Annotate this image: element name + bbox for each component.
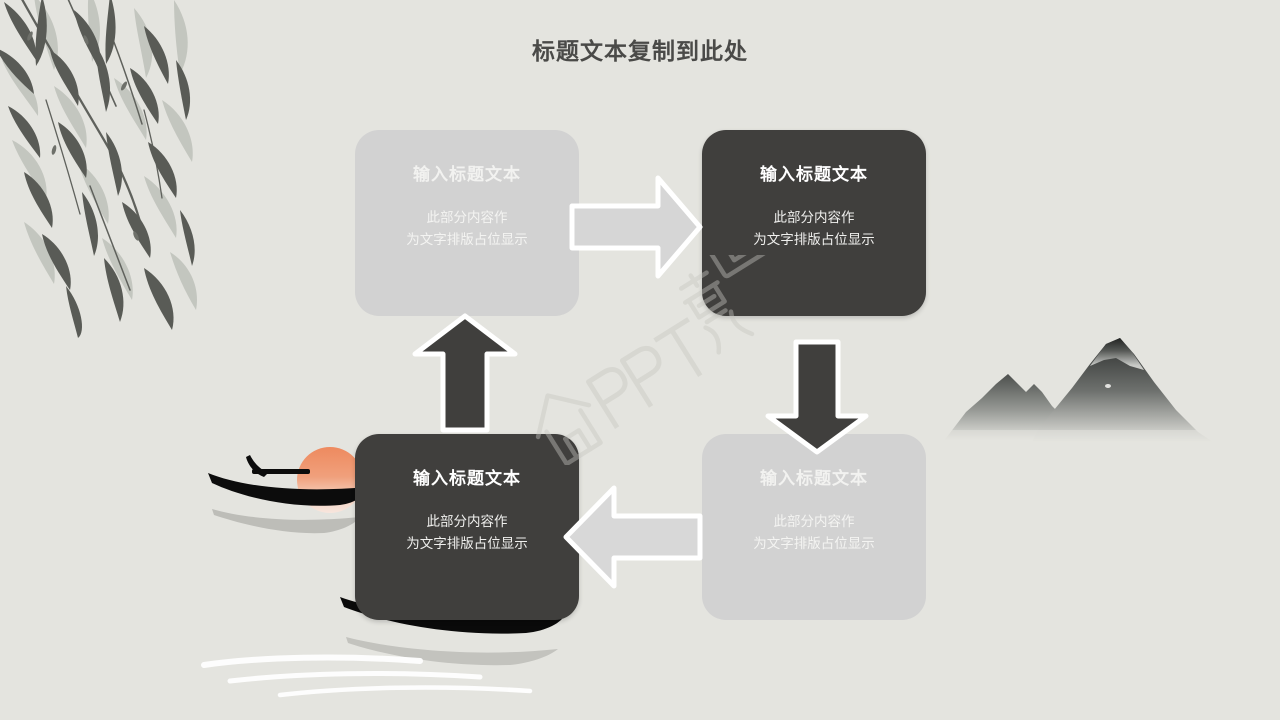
card-body: 此部分内容作 为文字排版占位显示 — [753, 207, 875, 251]
card-bottom-right[interactable]: 输入标题文本 此部分内容作 为文字排版占位显示 — [702, 434, 926, 620]
card-body: 此部分内容作 为文字排版占位显示 — [753, 511, 875, 555]
card-title: 输入标题文本 — [760, 469, 868, 488]
card-body-line1: 此部分内容作 — [426, 210, 508, 225]
page-title: 标题文本复制到此处 — [532, 38, 748, 64]
arrow-up-icon — [412, 313, 518, 433]
card-title: 输入标题文本 — [413, 165, 521, 184]
card-bottom-left[interactable]: 输入标题文本 此部分内容作 为文字排版占位显示 — [355, 434, 579, 620]
card-top-left[interactable]: 输入标题文本 此部分内容作 为文字排版占位显示 — [355, 130, 579, 316]
card-title: 输入标题文本 — [413, 469, 521, 488]
card-body-line1: 此部分内容作 — [773, 210, 855, 225]
card-body: 此部分内容作 为文字排版占位显示 — [406, 207, 528, 251]
card-body-line2: 为文字排版占位显示 — [406, 232, 528, 247]
arrow-left-icon — [563, 485, 703, 589]
card-body-line1: 此部分内容作 — [426, 514, 508, 529]
card-body-line2: 为文字排版占位显示 — [406, 536, 528, 551]
card-body-line2: 为文字排版占位显示 — [753, 232, 875, 247]
card-body-line2: 为文字排版占位显示 — [753, 536, 875, 551]
ink-mountain-art — [930, 338, 1280, 458]
card-body: 此部分内容作 为文字排版占位显示 — [406, 511, 528, 555]
arrow-right-icon — [569, 175, 703, 279]
card-body-line1: 此部分内容作 — [773, 514, 855, 529]
card-title: 输入标题文本 — [760, 165, 868, 184]
sun-art — [297, 447, 363, 513]
card-top-right[interactable]: 输入标题文本 此部分内容作 为文字排版占位显示 — [702, 130, 926, 316]
